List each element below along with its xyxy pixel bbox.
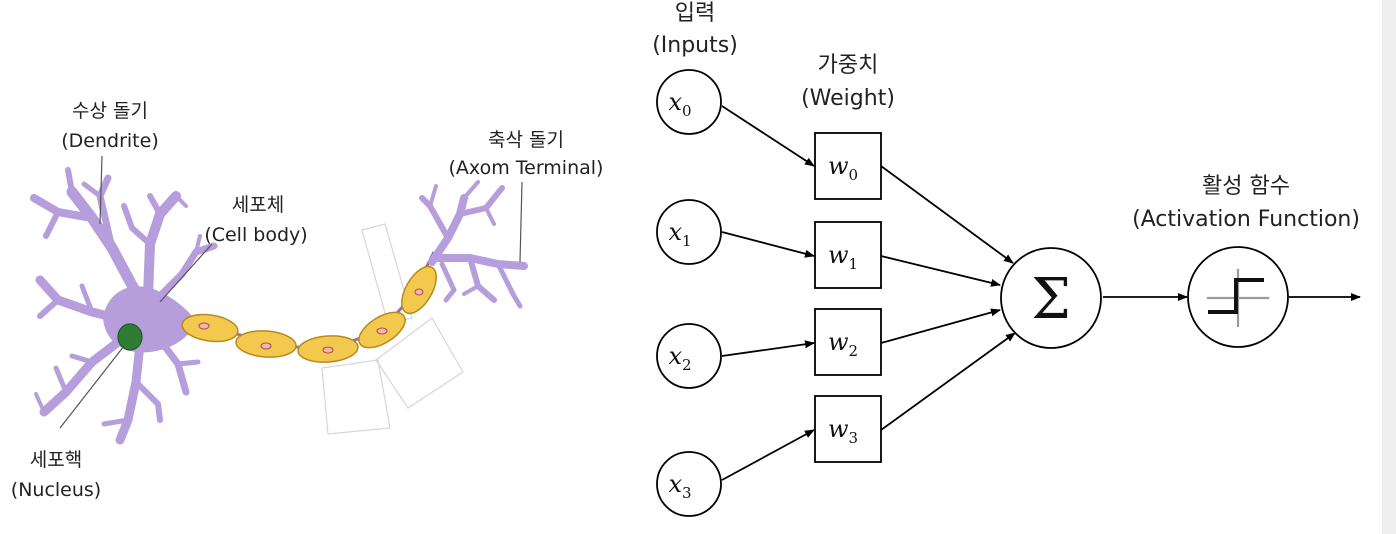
input-node-x2: x2: [656, 323, 722, 389]
weights-title-en: (Weight): [801, 86, 895, 111]
perceptron: 입력 (Inputs) 가중치 (Weight) 활성 함수 (Activati…: [652, 1, 1361, 517]
nucleus-label-ko: 세포핵: [30, 449, 82, 471]
input-node-x0: x0: [656, 69, 722, 135]
inputs-title-ko: 입력: [675, 1, 715, 26]
input-to-weight-arrows: [721, 105, 815, 481]
svg-text:x1: x1: [668, 218, 691, 250]
myelin-dots: [198, 288, 424, 354]
nucleus-label-en: (Nucleus): [11, 479, 101, 501]
weight-box-w2: w2: [814, 308, 882, 376]
cell-body-shape: [102, 286, 198, 353]
svg-text:w2: w2: [828, 328, 858, 360]
weight-w0-sub: 0: [849, 166, 859, 184]
weight-w1-sub: 1: [849, 255, 859, 273]
arrow-w2-sum: [880, 308, 1001, 344]
input-x3-var: x: [668, 470, 682, 498]
inputs-title-en: (Inputs): [652, 33, 738, 58]
summation-symbol: Σ: [1031, 267, 1071, 332]
dendrite-branches: [30, 167, 218, 445]
weights-title-ko: 가중치: [818, 53, 879, 78]
step-function-icon: [1206, 268, 1270, 328]
input-x0-sub: 0: [682, 102, 692, 120]
weight-w1-var: w: [828, 241, 849, 269]
neuron-leader-lines: [59, 155, 523, 429]
axon-terminal-label-en: (Axom Terminal): [449, 157, 604, 179]
weight-to-sum-arrows: [880, 165, 1016, 431]
input-x3-sub: 3: [682, 484, 692, 502]
svg-text:w1: w1: [828, 241, 858, 273]
weight-w3-var: w: [828, 415, 849, 443]
svg-text:w3: w3: [828, 415, 858, 447]
arrow-x1-w1: [721, 231, 815, 258]
svg-text:x2: x2: [668, 342, 691, 374]
weight-box-w0: w0: [814, 132, 882, 200]
cell-body-label-en: (Cell body): [204, 224, 307, 246]
arrow-x3-w3: [721, 429, 815, 481]
input-x0-var: x: [668, 88, 682, 116]
nucleus-shape: [117, 323, 143, 351]
arrow-w1-sum: [880, 255, 1001, 287]
weight-w2-sub: 2: [849, 342, 859, 360]
weight-w0-var: w: [828, 152, 849, 180]
activation-title-en: (Activation Function): [1132, 207, 1360, 232]
dendrite-label-en: (Dendrite): [61, 130, 158, 152]
activation-node: [1187, 246, 1289, 348]
arrow-x0-w0: [721, 105, 815, 167]
weight-w3-sub: 3: [849, 429, 859, 447]
input-node-x1: x1: [656, 199, 722, 265]
dendrite-label-ko: 수상 돌기: [72, 100, 148, 122]
summation-node: Σ: [1000, 247, 1102, 349]
arrow-x2-w2: [721, 340, 815, 357]
svg-text:x3: x3: [668, 470, 691, 502]
myelin-sheaths: [181, 265, 437, 363]
svg-text:x0: x0: [668, 88, 691, 120]
weight-box-w3: w3: [814, 395, 882, 463]
weight-w2-var: w: [828, 328, 849, 356]
input-x2-var: x: [668, 342, 682, 370]
cell-body-label-ko: 세포체: [232, 194, 284, 216]
right-edge-strip: [1382, 0, 1396, 534]
arrow-w0-sum: [880, 165, 1014, 264]
svg-text:w0: w0: [828, 152, 858, 184]
weight-box-w1: w1: [814, 221, 882, 289]
axon-terminal-label-ko: 축삭 돌기: [488, 129, 564, 151]
input-x1-var: x: [668, 218, 682, 246]
arrow-w3-sum: [880, 332, 1016, 431]
activation-title-ko: 활성 함수: [1202, 174, 1290, 199]
axon-terminal-branches: [419, 180, 528, 309]
input-x2-sub: 2: [682, 356, 692, 374]
biological-neuron: 수상 돌기 (Dendrite) 세포체 (Cell body) 축삭 돌기 (…: [11, 100, 604, 501]
input-node-x3: x3: [656, 451, 722, 517]
background-boxes: [321, 223, 464, 435]
input-x1-sub: 1: [682, 232, 692, 250]
